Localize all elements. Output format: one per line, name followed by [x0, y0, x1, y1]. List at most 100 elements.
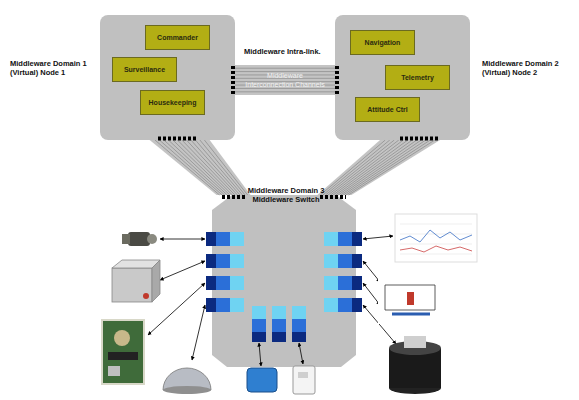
channel-stripe	[235, 85, 335, 86]
device-arrow	[148, 283, 205, 335]
channel-stripe	[331, 140, 404, 195]
channel-stripe	[204, 140, 247, 195]
motor-top	[389, 341, 441, 355]
channel-stripe	[235, 68, 335, 69]
sensor-box	[112, 268, 152, 302]
channel-stripe	[341, 140, 422, 195]
channel-stripe	[336, 140, 413, 195]
port-socket	[272, 332, 286, 342]
circuit-board	[102, 320, 144, 384]
component-label: Housekeeping	[149, 99, 197, 106]
channel-axis	[180, 140, 234, 195]
port-block	[324, 254, 338, 268]
channel-stripe	[235, 71, 335, 72]
channel-stripe	[177, 140, 232, 195]
board-chip	[108, 352, 138, 360]
port-socket	[292, 332, 306, 342]
port-marks	[320, 195, 346, 199]
port-socket	[206, 276, 216, 290]
component-label: Telemetry	[401, 74, 434, 81]
motor-base	[389, 382, 441, 394]
port-block	[324, 276, 338, 290]
port-socket	[352, 254, 362, 268]
device-arrow	[299, 343, 303, 364]
schematic-pipe	[392, 313, 430, 316]
camera-body	[128, 232, 150, 246]
device-arrow	[192, 305, 205, 360]
port-marks	[335, 66, 339, 96]
port-block	[252, 319, 266, 332]
port-block	[324, 298, 338, 312]
middleware-channel	[235, 65, 335, 95]
port-block	[338, 276, 352, 290]
channel-stripe	[346, 140, 430, 195]
device-arrow	[160, 261, 205, 280]
port-block	[216, 276, 230, 290]
channel-stripe	[159, 140, 222, 195]
chart-line	[400, 246, 472, 252]
board-component	[114, 330, 130, 346]
schematic-wires	[385, 285, 435, 310]
channel-group	[235, 65, 335, 95]
port-block	[292, 306, 306, 319]
component-label: Navigation	[365, 39, 401, 46]
node-title: Middleware Domain 2 (Virtual) Node 2	[482, 59, 574, 78]
port-socket	[352, 232, 362, 246]
domain-node: Middleware Domain 1 (Virtual) Node 1Comm…	[100, 15, 235, 140]
channel-axis	[235, 80, 335, 81]
channel-label: Middleware Interconnection Channels	[243, 71, 327, 89]
component-box: Attitude Ctrl	[355, 97, 420, 122]
channel-stripe	[191, 140, 240, 195]
sensor-button	[143, 293, 149, 299]
middleware-switch: Middleware Domain 3 Middleware Switch	[212, 195, 356, 367]
port-block	[216, 254, 230, 268]
blue-device	[247, 368, 277, 392]
channel-stripe	[168, 140, 227, 195]
channel-stripe	[195, 140, 242, 195]
channel-stripe	[325, 140, 394, 195]
port-block	[272, 319, 286, 332]
port-block	[324, 232, 338, 246]
component-label: Commander	[157, 34, 198, 41]
port-socket	[206, 232, 216, 246]
device-arrow	[363, 236, 393, 239]
device-arrow	[160, 239, 205, 240]
switch-outline	[212, 195, 356, 367]
port-block	[216, 232, 230, 246]
device-arrow	[363, 261, 380, 282]
chart-sheet	[395, 214, 477, 262]
node-title: Middleware Domain 3 Middleware Switch	[246, 186, 326, 205]
channel-stripe	[235, 78, 335, 79]
channel-group	[317, 140, 440, 195]
port-block	[230, 232, 244, 246]
domain-node: Middleware Domain 2 (Virtual) Node 2Navi…	[335, 15, 470, 140]
channel-stripe	[235, 74, 335, 75]
channel-stripe	[182, 140, 235, 195]
dome-sensor	[163, 368, 211, 390]
device-arrow	[259, 343, 261, 366]
port-block	[252, 306, 266, 319]
port-block	[230, 276, 244, 290]
chart-grid	[400, 224, 472, 254]
channel-stripe	[348, 140, 434, 195]
middleware-channel	[150, 140, 251, 195]
port-marks	[400, 137, 440, 141]
port-block	[338, 298, 352, 312]
channel-stripe	[333, 140, 408, 195]
motor-body	[389, 348, 441, 388]
port-block	[216, 298, 230, 312]
port-block	[338, 232, 352, 246]
port-marks	[158, 137, 198, 141]
schematic-part	[407, 292, 414, 305]
chart-line	[400, 230, 472, 242]
device-arrow	[363, 305, 396, 344]
motor-shaft	[404, 336, 426, 348]
component-box: Surveillance	[112, 57, 177, 82]
port-socket	[352, 298, 362, 312]
middleware-channel	[317, 140, 440, 195]
channel-stripe	[323, 140, 390, 195]
port-block	[230, 298, 244, 312]
